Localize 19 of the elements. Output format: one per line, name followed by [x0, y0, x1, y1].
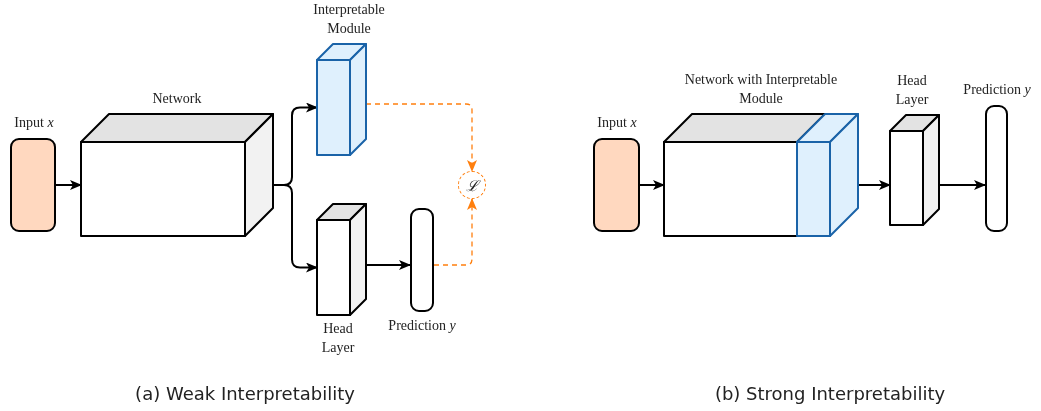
- arrow: [55, 180, 82, 190]
- arrow: [365, 260, 411, 270]
- dashed-arrow: [365, 103, 477, 172]
- block-label: Head Layer: [320, 320, 356, 357]
- block-label: Network: [151, 90, 203, 108]
- subfigure-caption: (b) Strong Interpretability: [714, 383, 946, 404]
- arrow: [639, 180, 665, 190]
- block-label: Head Layer: [894, 72, 930, 109]
- arrow: [938, 180, 986, 190]
- arrow: [272, 184, 318, 273]
- block-label: Interpretable Module: [312, 1, 386, 38]
- block-label: Prediction y: [962, 81, 1032, 99]
- block-label: Prediction y: [387, 317, 457, 335]
- loss-circle: ℒ: [458, 171, 486, 199]
- block-label: Input x: [13, 114, 55, 132]
- subfigure-caption: (a) Weak Interpretability: [135, 383, 355, 404]
- block-label: Network with Interpretable Module: [683, 71, 839, 108]
- block-label: Input x: [596, 114, 638, 132]
- dashed-arrow: [433, 198, 477, 266]
